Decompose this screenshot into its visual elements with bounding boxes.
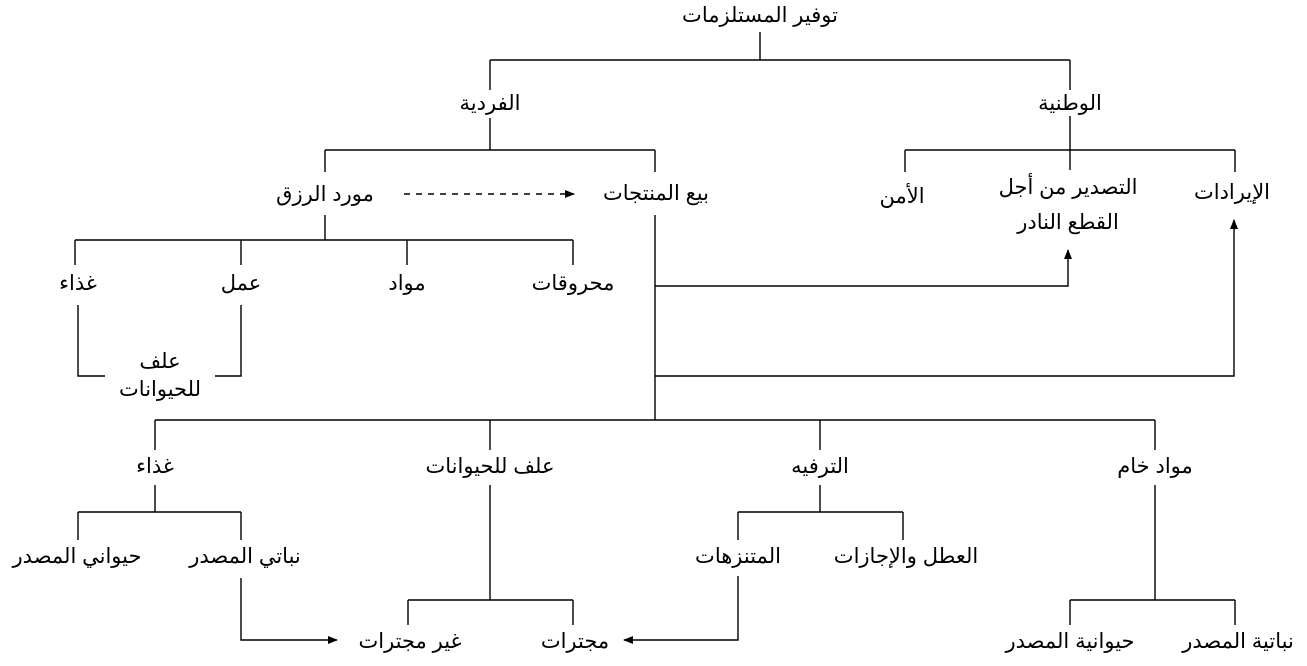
- root-node: توفير المستلزمات: [682, 4, 838, 27]
- fodder-node-line1: علف: [139, 350, 181, 373]
- plant-source-node: نباتي المصدر: [189, 545, 301, 568]
- root-connector: [489, 32, 1071, 90]
- export-node-line1: التصدير من أجل: [998, 176, 1138, 199]
- fodder-node-bottom: علف للحيوانات: [425, 455, 555, 478]
- export-node-line2: القطع النادر: [1017, 211, 1119, 234]
- food-connector: [77, 485, 242, 540]
- security-node: الأمن: [879, 185, 925, 208]
- animal-source-node: حيواني المصدر: [12, 545, 142, 568]
- raw-materials-connector: [1069, 485, 1236, 625]
- fuels-node: محروقات: [531, 272, 615, 295]
- fodder-bracket: [77, 305, 242, 377]
- sale-to-export-arrow: [655, 249, 1072, 287]
- individual-connector: [324, 118, 656, 172]
- revenues-node: الإيرادات: [1193, 181, 1271, 204]
- recreation-connector: [737, 485, 904, 540]
- individual-node: الفردية: [459, 92, 521, 115]
- unprocessed-node: غير مجترات: [358, 630, 462, 653]
- raw-materials-node: مواد خام: [1117, 455, 1193, 478]
- livelihood-node: مورد الرزق: [276, 183, 374, 206]
- materials-node: مواد: [388, 272, 426, 295]
- recreation-node: الترفيه: [791, 455, 849, 478]
- bottom-connector: [154, 419, 1156, 450]
- parks-to-processed-arrow: [623, 576, 739, 644]
- parks-node: المتنزهات: [695, 545, 781, 568]
- holidays-node: العطل والإجازات: [833, 545, 979, 568]
- food-node-bottom: غذاء: [136, 455, 174, 478]
- plant-to-unprocessed-arrow: [240, 578, 338, 644]
- livelihood-connector: [74, 215, 574, 265]
- fodder-connector: [407, 485, 574, 625]
- sale-to-revenues-arrow: [655, 219, 1238, 377]
- processed-node: مجترات: [540, 630, 610, 653]
- food-node-individual: غذاء: [59, 272, 97, 295]
- raw-plant-node: نباتية المصدر: [1182, 630, 1294, 653]
- sale-node: بيع المنتجات: [603, 182, 709, 205]
- national-connector: [904, 116, 1236, 172]
- raw-animal-node: حيوانية المصدر: [1005, 630, 1135, 653]
- fodder-node-line2: للحيوانات: [119, 378, 201, 401]
- work-node: عمل: [220, 272, 262, 295]
- national-node: الوطنية: [1038, 92, 1102, 115]
